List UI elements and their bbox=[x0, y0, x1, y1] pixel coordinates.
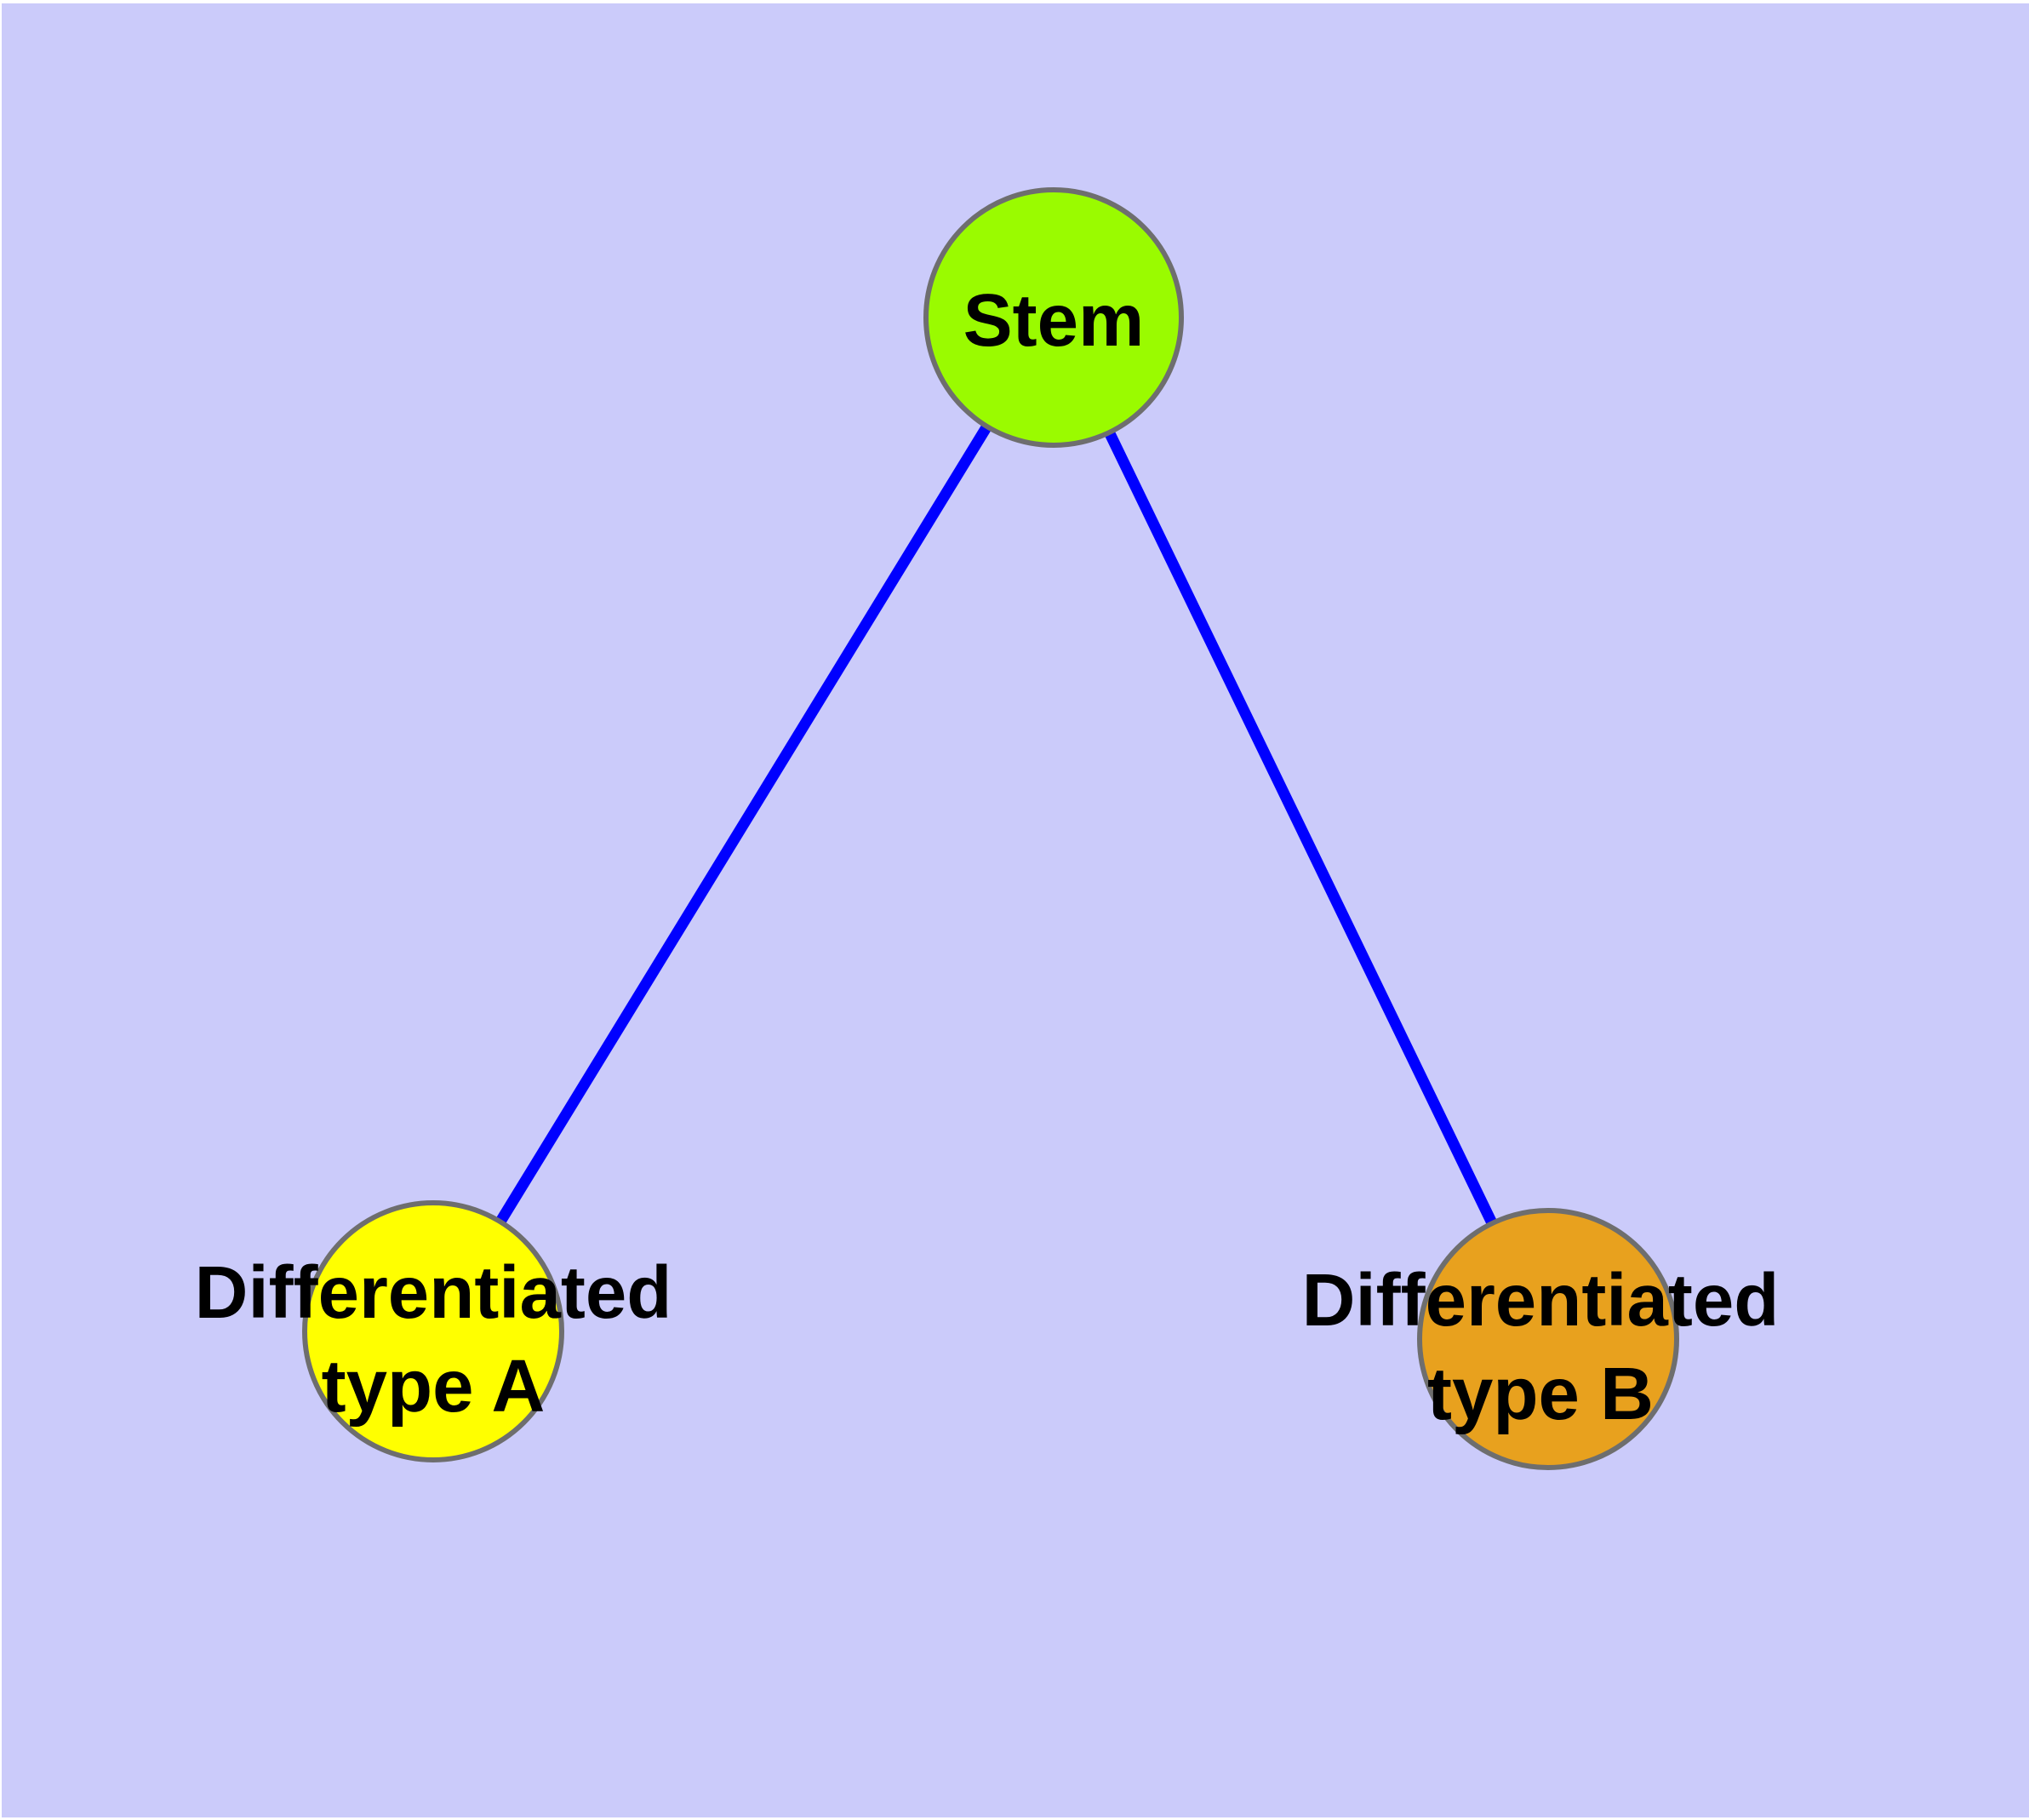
node-differentiated-type-b bbox=[1417, 1208, 1679, 1470]
node-label-type-b-line1: Differentiated bbox=[1301, 1259, 1780, 1342]
edge-stem-to-type-a bbox=[428, 314, 1059, 1335]
node-label-differentiated-type-b: Differentiated type B bbox=[1302, 1254, 1780, 1441]
node-label-stem: Stem bbox=[963, 274, 1145, 368]
node-stem bbox=[923, 187, 1184, 448]
node-label-stem-line1: Stem bbox=[963, 279, 1145, 362]
node-label-type-b-line2: type B bbox=[1427, 1353, 1654, 1435]
node-label-type-a-line2: type A bbox=[321, 1345, 546, 1428]
node-differentiated-type-a bbox=[302, 1200, 564, 1462]
edge-stem-to-type-b bbox=[1049, 315, 1553, 1342]
node-label-type-a-line1: Differentiated bbox=[194, 1251, 672, 1334]
node-label-differentiated-type-a: Differentiated type A bbox=[195, 1246, 672, 1434]
